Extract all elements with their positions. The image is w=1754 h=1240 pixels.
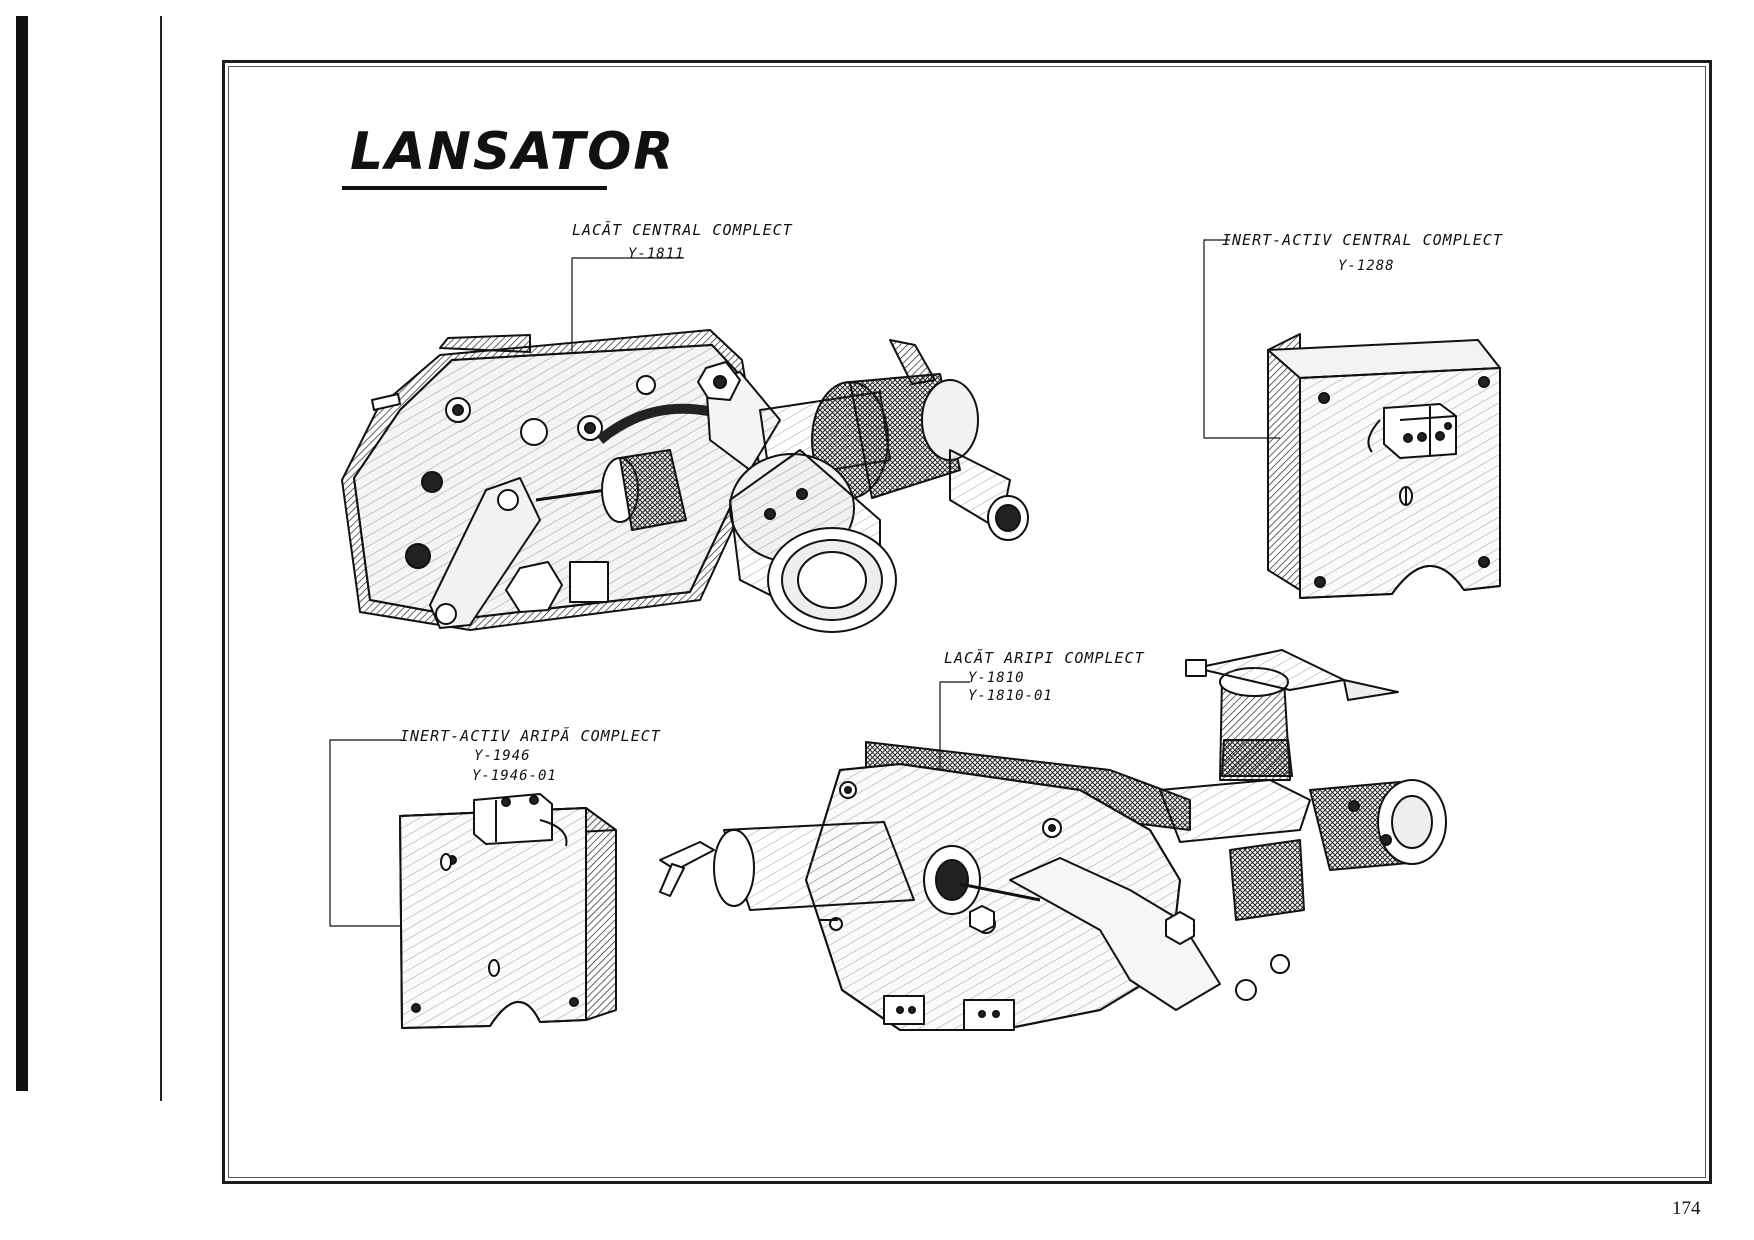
leader-inert-active-central: [1203, 239, 1280, 439]
label-central-lock: LACĂT CENTRAL COMPLECT: [572, 221, 793, 239]
code-inert-active-central: Y-1288: [1338, 258, 1395, 274]
wing-lock-illustration: [659, 649, 1447, 1031]
page-gutter-line: [160, 16, 162, 1101]
code-wing-lock-2: Y-1810-01: [968, 688, 1053, 704]
label-wing-lock: LACĂT ARIPI COMPLECT: [944, 649, 1145, 667]
leader-inert-active-wing: [329, 739, 452, 927]
label-inert-active-central: INERT-ACTIV CENTRAL COMPLECT: [1222, 231, 1503, 249]
code-inert-active-wing-2: Y-1946-01: [472, 768, 557, 784]
title-underline: [342, 186, 607, 190]
page-number: 174: [1672, 1198, 1701, 1219]
inert-active-wing-illustration: [399, 793, 617, 1029]
label-inert-active-wing: INERT-ACTIV ARIPĂ COMPLECT: [400, 727, 661, 745]
central-lock-illustration: [341, 329, 1029, 633]
drawing-frame: [222, 60, 1712, 1184]
inert-active-central-illustration: [1267, 333, 1501, 599]
page-title: LANSATOR: [350, 122, 676, 182]
code-wing-lock-1: Y-1810: [968, 670, 1025, 686]
code-inert-active-wing-1: Y-1946: [474, 748, 531, 764]
scan-edge-shadow: [16, 16, 28, 1091]
